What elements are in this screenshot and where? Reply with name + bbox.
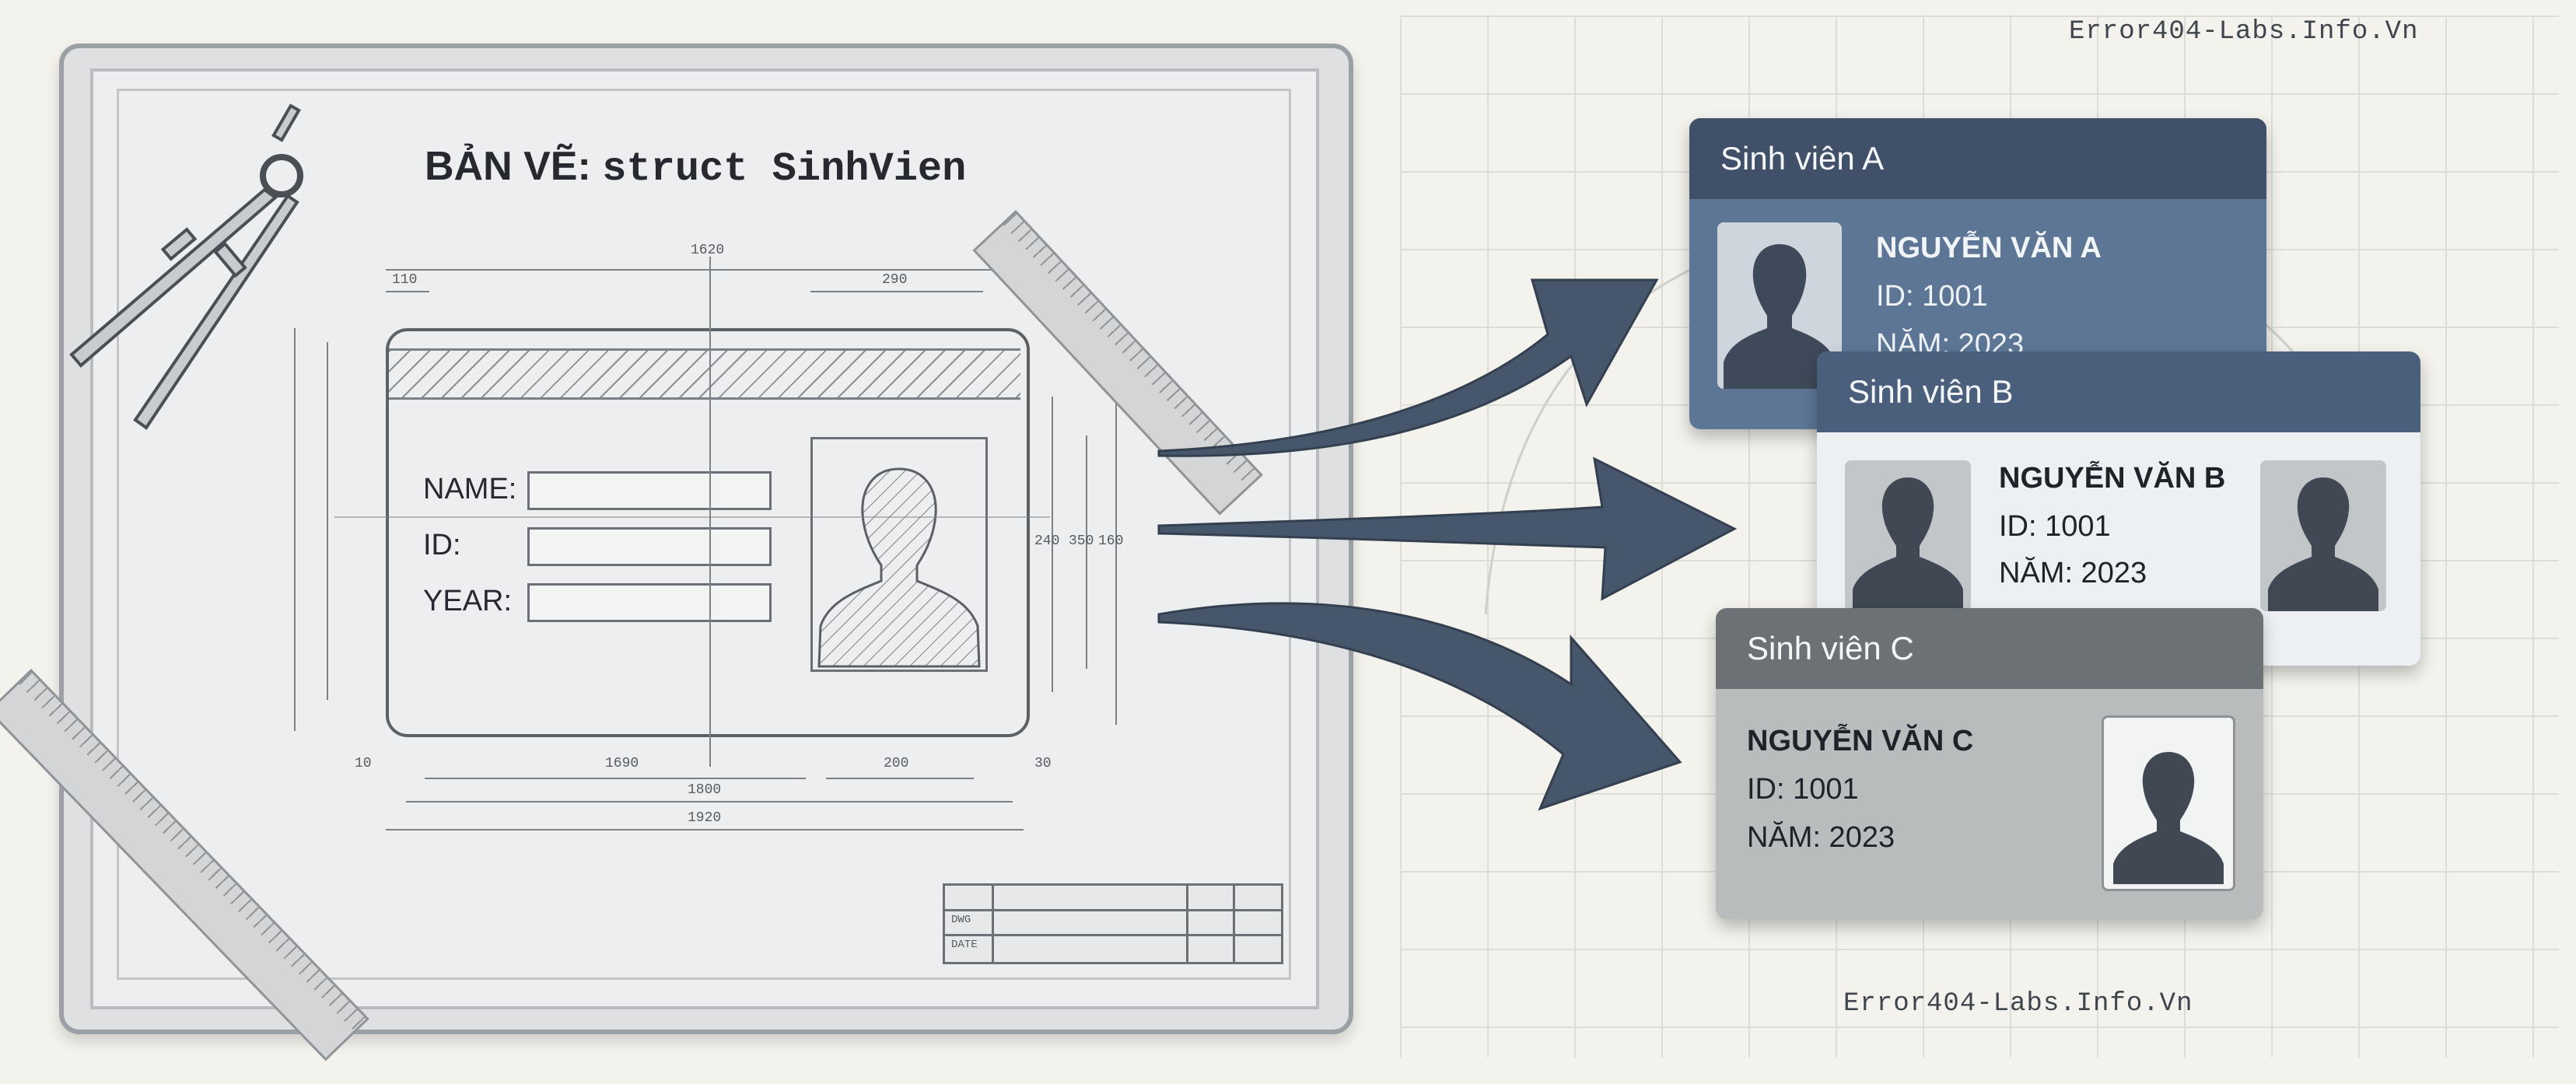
field-box-year: [527, 583, 772, 622]
dimension-label: 110: [392, 272, 418, 288]
student-card-c-id: ID: 1001: [1747, 773, 1859, 806]
photo-placeholder: [810, 437, 988, 672]
dimension-label: 30: [1034, 756, 1052, 771]
dimension-line-top: [386, 269, 1024, 271]
dimension-label: 290: [882, 272, 908, 288]
student-card-a-id: ID: 1001: [1876, 280, 1988, 313]
card-sketch-header-hatch: [389, 348, 1020, 400]
dimension-line: [1115, 355, 1117, 725]
title-block-row1: DWG: [951, 914, 971, 926]
student-card-c-name: NGUYỄN VĂN C: [1747, 725, 1974, 757]
field-label-id: ID:: [423, 529, 461, 561]
blueprint-title: BẢN VẼ: struct SinhVien: [425, 143, 966, 192]
dimension-line: [327, 342, 328, 700]
arrow-to-card-c: [1157, 602, 1682, 811]
dimension-line: [294, 328, 296, 731]
dimension-label: 240: [1034, 533, 1060, 549]
dimension-label: 10: [355, 756, 372, 771]
dimension-label: 1620: [691, 243, 725, 258]
student-card-b-header: Sinh viên B: [1817, 351, 2420, 432]
dimension-line: [406, 801, 1013, 803]
blueprint-title-code: struct SinhVien: [602, 146, 967, 192]
student-card-c-year: NĂM: 2023: [1747, 821, 1895, 854]
student-card-b-id: ID: 1001: [1999, 510, 2111, 543]
dimension-label: 1920: [688, 810, 722, 826]
field-box-id: [527, 527, 772, 566]
dimension-line: [1052, 397, 1053, 692]
student-card-a-name: NGUYỄN VĂN A: [1876, 232, 2102, 264]
avatar-icon: [2102, 715, 2235, 891]
dimension-line: [1086, 435, 1087, 669]
dimension-line: [425, 778, 806, 779]
field-label-year: YEAR:: [423, 585, 513, 617]
field-label-name: NAME:: [423, 473, 517, 505]
dimension-label: 1800: [688, 782, 722, 798]
student-card-b-year: NĂM: 2023: [1999, 557, 2147, 589]
student-card-c-header: Sinh viên C: [1716, 608, 2263, 689]
arrow-to-card-a: [1157, 278, 1659, 457]
student-card-c: Sinh viên C NGUYỄN VĂN C ID: 1001 NĂM: 2…: [1716, 608, 2263, 919]
title-block-row2: DATE: [951, 939, 978, 951]
dimension-line: [826, 778, 974, 779]
dimension-label: 1690: [605, 756, 639, 771]
centerline-horizontal: [334, 516, 1050, 518]
centerline-vertical: [709, 257, 711, 767]
student-card-c-body: NGUYỄN VĂN C ID: 1001 NĂM: 2023: [1716, 689, 2263, 919]
person-silhouette-icon: [817, 467, 981, 668]
credit-bottom: Error404-Labs.Info.Vn: [1843, 989, 2193, 1019]
dimension-label: 160: [1098, 533, 1124, 549]
avatar-icon: [1845, 460, 1971, 611]
student-card-a-header: Sinh viên A: [1689, 118, 2266, 199]
student-card-b: Sinh viên B NGUYỄN VĂN B ID: 1001 NĂM: 2…: [1817, 351, 2420, 666]
dimension-label: 200: [884, 756, 909, 771]
field-box-name: [527, 471, 772, 510]
instantiation-arrows: [1157, 278, 1738, 811]
drawing-title-block: DWG DATE: [943, 883, 1283, 964]
dimension-line: [386, 829, 1024, 830]
credit-top: Error404-Labs.Info.Vn: [2069, 17, 2419, 47]
dimension-label: 350: [1069, 533, 1094, 549]
dimension-line: [810, 291, 983, 292]
arrow-to-card-b: [1157, 456, 1738, 601]
compass-icon: [69, 103, 303, 430]
dimension-line: [386, 291, 429, 292]
avatar-icon: [2260, 460, 2386, 611]
blueprint-title-prefix: BẢN VẼ:: [425, 144, 591, 189]
student-card-b-body: NGUYỄN VĂN B ID: 1001 NĂM: 2023: [1817, 432, 2420, 666]
student-card-b-name: NGUYỄN VĂN B: [1999, 462, 2226, 495]
